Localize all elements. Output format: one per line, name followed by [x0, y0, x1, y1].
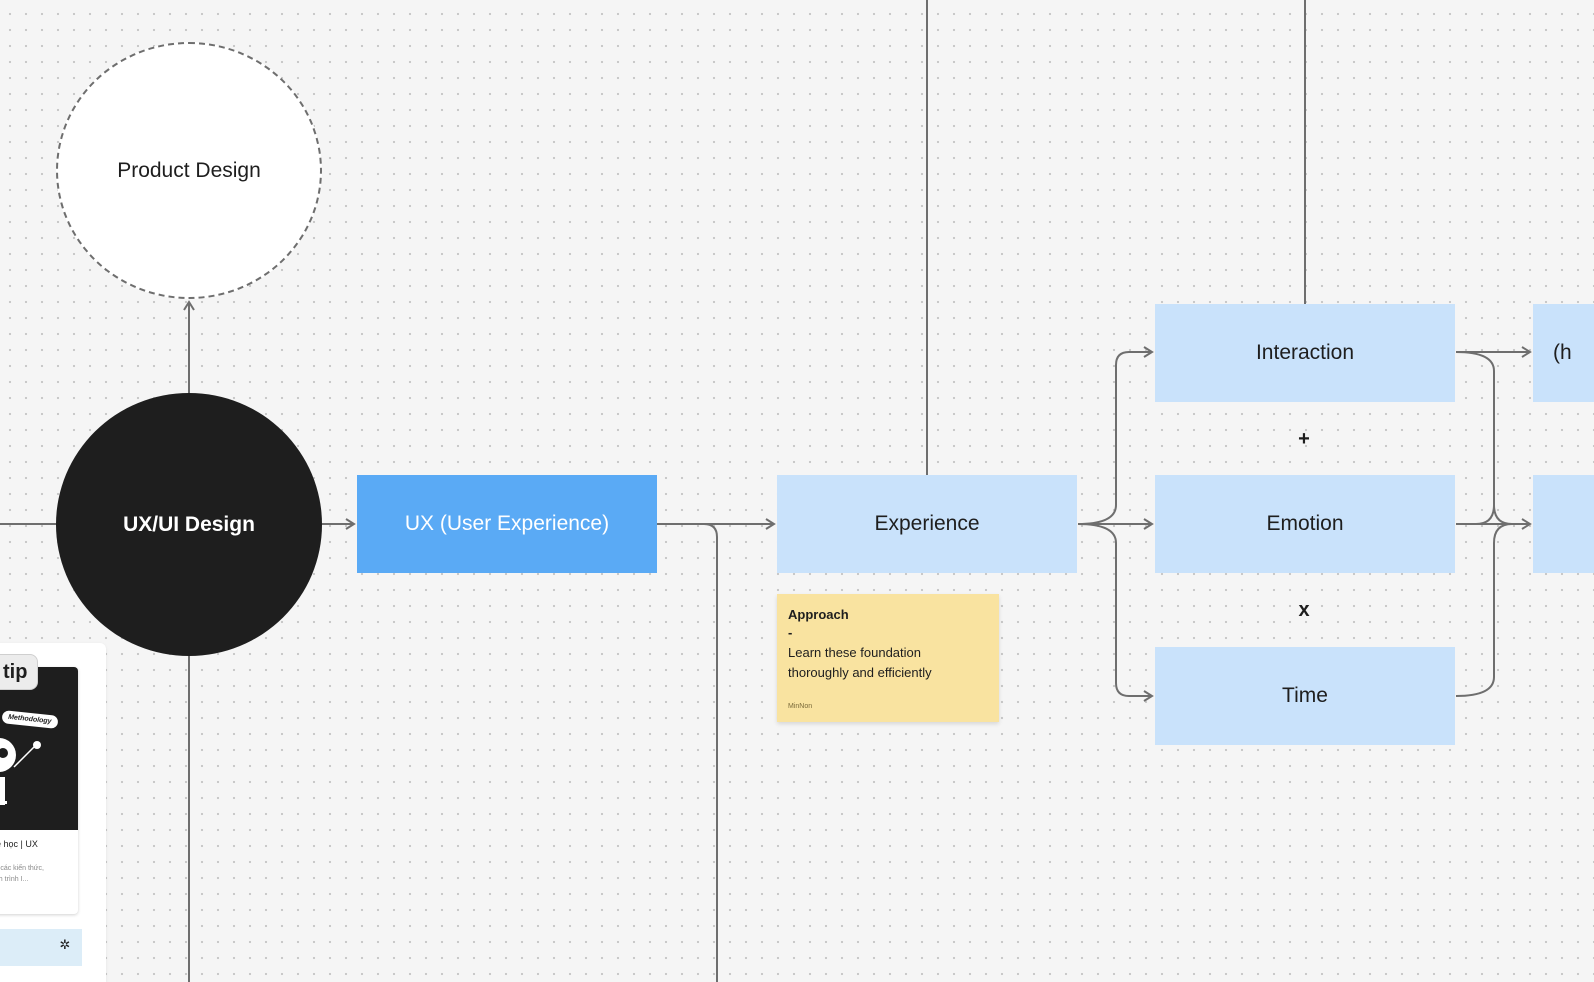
- connector-ux-branch-down: [703, 523, 718, 982]
- tip-label: tip: [0, 654, 39, 690]
- sticky-dash: -: [788, 625, 793, 640]
- partial-node-top-label: (h: [1553, 341, 1572, 364]
- time-node[interactable]: Time: [1155, 647, 1455, 745]
- ux-user-experience-node[interactable]: UX (User Experience): [357, 475, 657, 573]
- plus-operator: +: [1298, 428, 1310, 450]
- interaction-label: Interaction: [1255, 341, 1355, 364]
- uxui-design-label: UX/UI Design: [123, 512, 255, 536]
- sticky-body-line-1: Learn these foundation: [788, 645, 921, 660]
- experience-label: Experience: [874, 512, 980, 535]
- connector-time-merge: [1455, 523, 1513, 697]
- connector-emotion-branch-up: [1475, 504, 1495, 525]
- embed-title: đề học | UX: [0, 839, 38, 849]
- partial-node-top[interactable]: (h: [1533, 304, 1594, 402]
- time-label: Time: [1282, 684, 1328, 707]
- approach-sticky-note[interactable]: Approach - Learn these foundation thorou…: [777, 594, 999, 722]
- embed-description-line-1: số các kiến thức,: [0, 865, 44, 872]
- embed-link-card[interactable]: Methodology đề học | UX số các kiến thức…: [0, 667, 78, 914]
- sticky-body-line-2: thoroughly and efficiently: [788, 665, 932, 680]
- thumbnail-illustration: [0, 738, 41, 805]
- connector-interaction-merge: [1455, 351, 1513, 525]
- product-design-label: Product Design: [117, 158, 261, 182]
- sticky-title: Approach: [788, 607, 849, 622]
- uxui-design-node[interactable]: UX/UI Design: [56, 393, 322, 656]
- ux-user-experience-label: UX (User Experience): [404, 512, 610, 535]
- embed-thumbnail: Methodology: [0, 667, 78, 830]
- times-operator: x: [1298, 599, 1310, 621]
- embed-description: số các kiến thức, ành trình I...: [0, 863, 61, 885]
- emotion-node[interactable]: Emotion: [1155, 475, 1455, 573]
- embed-description-line-2: ành trình I...: [0, 876, 29, 883]
- connector-exp-to-time: [1077, 523, 1154, 702]
- emotion-label: Emotion: [1266, 512, 1344, 535]
- embed-footer-bar[interactable]: ✲: [0, 929, 82, 966]
- sticky-author: MinNon: [788, 703, 813, 710]
- experience-node[interactable]: Experience: [777, 475, 1077, 573]
- connector-exp-to-interaction: [1077, 346, 1154, 525]
- partial-node-middle[interactable]: [1533, 475, 1594, 573]
- interaction-node[interactable]: Interaction: [1155, 304, 1455, 402]
- product-design-node[interactable]: Product Design: [56, 42, 322, 299]
- loader-icon[interactable]: ✲: [59, 937, 71, 952]
